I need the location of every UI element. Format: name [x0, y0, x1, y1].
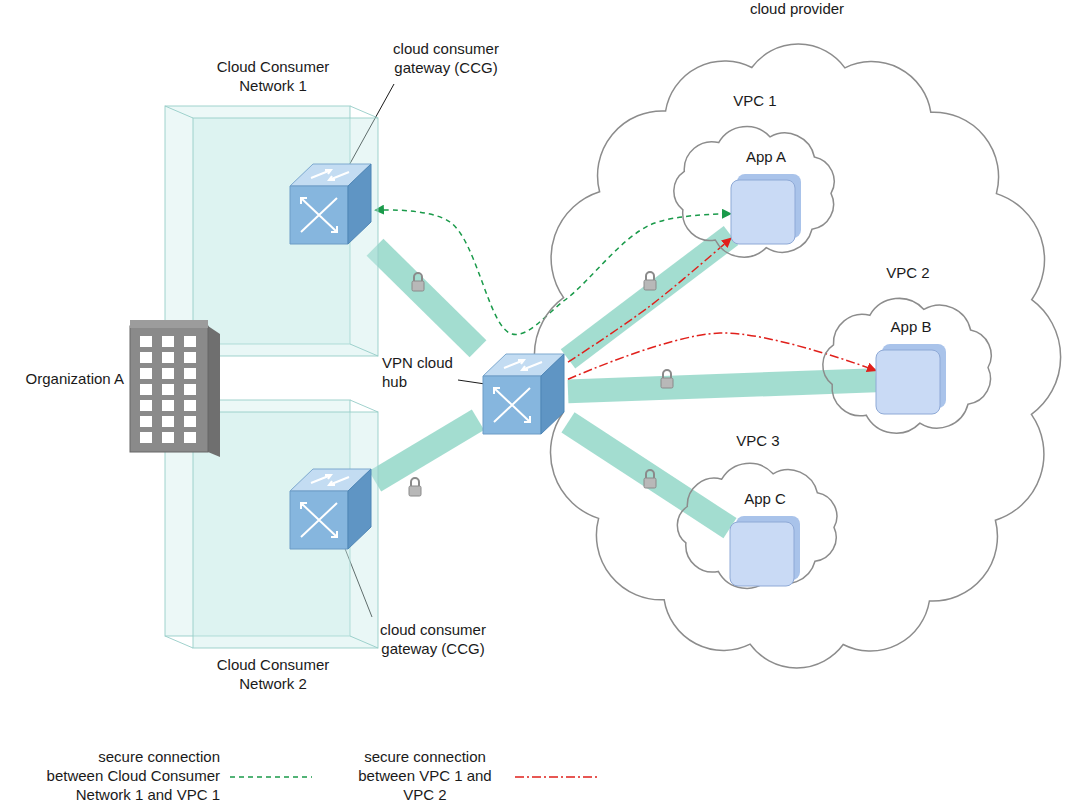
network-panel: Cloud Consumer Network 1 cloud consumer g…	[165, 58, 380, 358]
lock-icons	[409, 272, 673, 496]
node-label: VPC 2	[858, 264, 958, 283]
node-label: cloud consumer gateway (CCG)	[363, 621, 503, 659]
node-label: App A	[716, 148, 816, 167]
node-label: Cloud Consumer Network 2	[193, 656, 353, 694]
organization-building: Organization A	[130, 312, 220, 457]
secure-connection-red	[568, 333, 876, 379]
cube-outline	[478, 348, 568, 438]
node-label: cloud consumer gateway (CCG)	[381, 40, 511, 78]
vpc-cloud: VPC 1 App A	[660, 92, 850, 270]
legend-line-sample	[515, 774, 600, 780]
secure-connection-red	[568, 238, 731, 362]
node-label: VPC 3	[708, 432, 808, 451]
lock-icon	[661, 370, 673, 388]
node-label: VPN cloud hub	[382, 354, 458, 392]
vpn-tunnel	[568, 236, 731, 359]
lock-icon	[644, 470, 656, 488]
cube-shape	[285, 463, 375, 553]
lock-icon	[644, 272, 656, 290]
legend-line	[515, 776, 600, 778]
vpn-hub-router: VPN cloud hub	[478, 348, 568, 438]
vpc-cloud: VPC 2 App B	[808, 264, 1008, 446]
lock-icon	[412, 273, 424, 291]
legend-line-sample	[230, 774, 312, 780]
app-box: App B	[873, 318, 949, 418]
legend-label: secure connection between Cloud Consumer…	[40, 748, 220, 804]
app-outline	[730, 516, 800, 586]
app-outline	[731, 174, 801, 244]
vpn-tunnel	[375, 420, 478, 481]
cube-shape	[285, 158, 375, 248]
cube-outline	[285, 463, 375, 553]
vpc-cloud: VPC 3 App C	[663, 432, 853, 598]
gateway-router: cloud consumer gateway (CCG)	[285, 463, 375, 553]
app-box: App C	[727, 490, 803, 590]
app-shape	[731, 174, 801, 244]
legend-line	[230, 776, 312, 778]
node-label: Cloud Consumer Network 1	[193, 58, 353, 96]
node-label: App C	[715, 490, 815, 509]
cube-shape	[478, 348, 568, 438]
arrow-layer	[375, 210, 876, 379]
node-label: Organization A	[2, 370, 124, 389]
provider-cloud: cloud providerVPC 1 App A VPC 2 App B VPC 3 A…	[520, 0, 1075, 692]
building-outline	[130, 312, 220, 457]
gateway-router: cloud consumer gateway (CCG)	[285, 158, 375, 248]
tunnel-layer	[375, 236, 876, 529]
legend-label: secure connection between VPC 1 and VPC …	[345, 748, 505, 804]
vpn-tunnel	[375, 247, 478, 348]
app-box: App A	[728, 148, 804, 248]
app-shape	[730, 516, 800, 586]
lock-icon	[409, 478, 421, 496]
app-shape	[876, 344, 946, 414]
node-label: cloud provider	[697, 0, 897, 19]
vpn-tunnel	[568, 422, 730, 528]
app-outline	[876, 344, 946, 414]
node-label: VPC 1	[705, 92, 805, 111]
node-label: App B	[861, 318, 961, 337]
cube-outline	[285, 158, 375, 248]
building-shape	[130, 312, 220, 457]
